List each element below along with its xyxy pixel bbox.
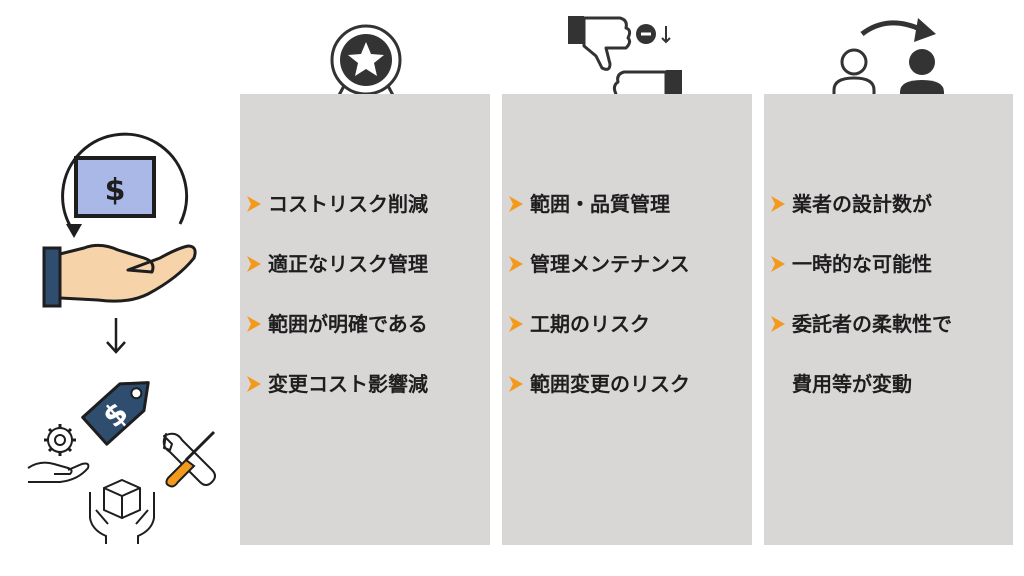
list-item-label: 一時的な可能性	[792, 252, 932, 276]
chevron-right-icon	[509, 376, 523, 392]
list-item-label: 管理メンテナンス	[530, 252, 690, 276]
chevron-right-icon	[509, 196, 523, 212]
list-item-label: コストリスク削減	[268, 192, 428, 216]
list-item-label: 委託者の柔軟性で	[792, 312, 952, 336]
chevron-right-icon	[771, 196, 785, 212]
list-item: 委託者の柔軟性で	[764, 308, 1013, 368]
list-item: 範囲が明確である	[240, 308, 490, 368]
list-item: 適正なリスク管理	[240, 248, 490, 308]
list-item-label: 範囲が明確である	[268, 312, 428, 336]
chevron-right-icon	[247, 376, 261, 392]
money-in-hand-cycle-icon: $	[42, 132, 197, 308]
box-hands-icon	[89, 478, 155, 544]
list-item: 管理メンテナンス	[502, 248, 752, 308]
list-item: 工期のリスク	[502, 308, 752, 368]
list-item: 範囲変更のリスク	[502, 368, 752, 428]
list-item: 費用等が変動	[764, 368, 1013, 428]
list-item-label: 適正なリスク管理	[268, 252, 428, 276]
list-item-label: 費用等が変動	[792, 372, 912, 396]
list-item: 業者の設計数が	[764, 188, 1013, 248]
list-item-label: 範囲・品質管理	[530, 192, 670, 216]
chevron-right-icon	[771, 256, 785, 272]
list-item: 変更コスト影響減	[240, 368, 490, 428]
chevron-right-icon	[247, 256, 261, 272]
chevron-right-icon	[771, 316, 785, 332]
tools-icon	[162, 430, 216, 488]
arrow-down-icon	[106, 318, 126, 354]
list-item-label: 範囲変更のリスク	[530, 372, 690, 396]
panel-flexibility: 業者の設計数が 一時的な可能性 委託者の柔軟性で 費用等が変動	[764, 94, 1013, 545]
chevron-right-icon	[509, 316, 523, 332]
list-item: 範囲・品質管理	[502, 188, 752, 248]
list-item: コストリスク削減	[240, 188, 490, 248]
panel-benefits: コストリスク削減 適正なリスク管理 範囲が明確である 変更コスト影響減	[240, 94, 490, 545]
panel-drawbacks: 範囲・品質管理 管理メンテナンス 工期のリスク 範囲変更のリスク	[502, 94, 752, 545]
list-item-label: 工期のリスク	[530, 312, 650, 336]
chevron-right-icon	[509, 256, 523, 272]
chevron-right-icon	[247, 196, 261, 212]
list-item-label: 業者の設計数が	[792, 192, 932, 216]
list-item-label: 変更コスト影響減	[268, 372, 428, 396]
price-tag-icon: $	[81, 381, 150, 446]
bill-dollar-symbol: $	[105, 173, 126, 208]
gear-hand-icon	[27, 424, 90, 483]
chevron-right-icon	[247, 316, 261, 332]
list-item: 一時的な可能性	[764, 248, 1013, 308]
